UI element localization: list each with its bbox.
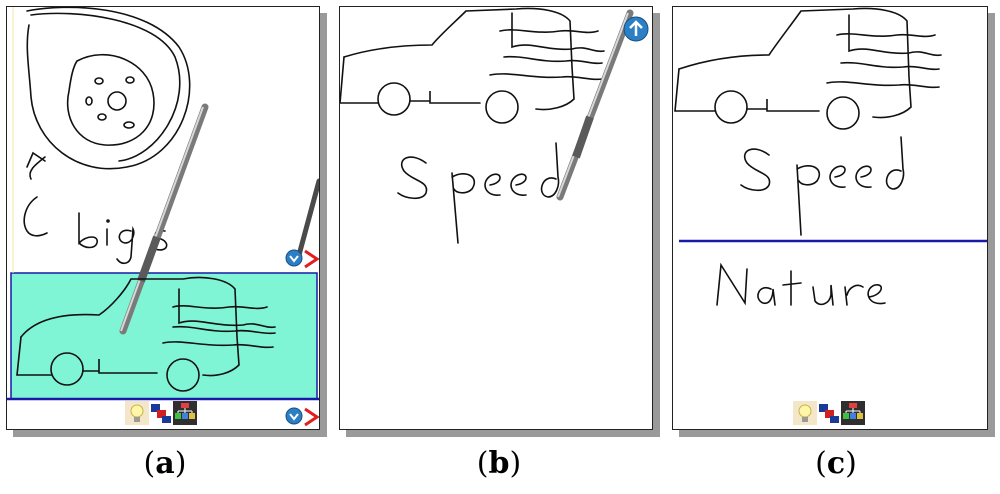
tree-icon[interactable]: [841, 401, 865, 425]
handwriting-speed-c: [740, 136, 905, 236]
handwriting-speed-b: [397, 142, 560, 244]
caption-c: (c): [815, 446, 857, 481]
close-x-icon-bottom[interactable]: [301, 405, 319, 427]
truck-sketch-b: [340, 7, 605, 124]
handwriting-bigs: [23, 196, 168, 265]
canvas-c[interactable]: [673, 7, 987, 429]
toolbar-a: [125, 401, 197, 425]
palette-icon[interactable]: [817, 401, 841, 425]
caption-b: (b): [476, 446, 522, 481]
tree-icon[interactable]: [173, 401, 197, 425]
stylus-pen-b: [556, 9, 634, 201]
canvas-b[interactable]: [340, 7, 652, 429]
panel-c[interactable]: [672, 6, 988, 430]
arrow-down-button-bottom[interactable]: [285, 405, 307, 427]
stylus-pen-a: [119, 103, 209, 335]
caption-a-letter: a: [155, 446, 175, 481]
caption-b-letter: b: [488, 446, 510, 481]
handwriting-nature-c: [716, 262, 886, 306]
lightbulb-icon[interactable]: [125, 401, 149, 425]
lightbulb-icon[interactable]: [793, 401, 817, 425]
truck-sketch-c: [674, 7, 942, 130]
close-x-icon[interactable]: [301, 247, 319, 269]
arrow-up-button[interactable]: [622, 15, 650, 43]
panel-b[interactable]: [339, 6, 653, 430]
arrow-down-button[interactable]: [285, 247, 307, 269]
panel-a[interactable]: [6, 6, 320, 430]
toolbar-c: [793, 401, 865, 425]
selection-region[interactable]: [10, 272, 318, 400]
caption-c-letter: c: [826, 446, 846, 481]
truck-sketch-a: [16, 276, 276, 392]
palette-icon[interactable]: [149, 401, 173, 425]
wheel-sketch: [26, 7, 191, 180]
stylus-pen-edge: [296, 178, 319, 258]
caption-a: (a): [143, 446, 187, 481]
canvas-a[interactable]: [7, 7, 319, 429]
